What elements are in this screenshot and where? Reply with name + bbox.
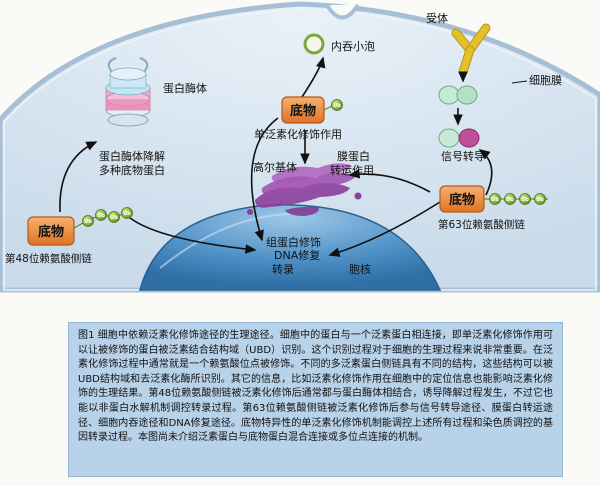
arrow-mono-to-histone bbox=[250, 117, 279, 242]
signal-transduction-label: 信号转导 bbox=[441, 149, 485, 163]
cell-membrane-label: 细胞膜 bbox=[529, 74, 562, 87]
membrane-invagination bbox=[325, 3, 360, 20]
substrate-box-k48: 底物 bbox=[27, 216, 75, 246]
svg-text:Ub: Ub bbox=[521, 197, 529, 203]
arrow-k48-to-transcription bbox=[129, 217, 257, 254]
transport-action-label: 转运作用 bbox=[330, 163, 374, 177]
svg-text:Ub: Ub bbox=[506, 197, 514, 203]
receptor-label: 受体 bbox=[426, 11, 448, 25]
svg-text:Ub: Ub bbox=[97, 213, 105, 219]
substrate-mono-label: 底物 bbox=[290, 103, 316, 119]
substrate-k48-label: 底物 bbox=[38, 224, 64, 240]
arrow-k63-to-signal bbox=[478, 149, 493, 196]
arrow-mono-to-vesicle bbox=[299, 56, 326, 101]
figure-caption: 图1 细胞中依赖泛素化修饰途径的生理途径。细胞中的蛋白与一个泛素蛋白相连接，即单… bbox=[68, 322, 563, 477]
proteasome bbox=[105, 57, 151, 127]
golgi-label: 高尔基体 bbox=[253, 160, 297, 174]
svg-text:Ub: Ub bbox=[110, 215, 118, 221]
receptor-icon bbox=[451, 23, 491, 77]
nucleus bbox=[139, 204, 442, 291]
svg-text:Ub: Ub bbox=[536, 197, 544, 203]
svg-text:Ub: Ub bbox=[123, 211, 131, 217]
nucleus-label: 胞核 bbox=[349, 262, 371, 276]
membrane-protein-label: 膜蛋白 bbox=[337, 149, 370, 163]
endocytic-vesicle bbox=[303, 33, 325, 55]
k48-chain-label: 第48位赖氨酸侧链 bbox=[5, 252, 92, 265]
proteasome-degradation-label: 蛋白酶体降解 bbox=[99, 149, 165, 163]
signal-vesicle-upper bbox=[438, 85, 478, 105]
k63-chain-label: 第63位赖氨酸侧链 bbox=[438, 218, 525, 231]
mono-ub-action-label: 单泛素化修饰作用 bbox=[254, 127, 342, 141]
arrow-k48-to-proteasome bbox=[59, 141, 98, 213]
dna-repair-label: DNA修复 bbox=[274, 248, 320, 262]
histone-mod-label: 组蛋白修饰 bbox=[266, 235, 321, 249]
substrate-box-k63: 底物 bbox=[439, 185, 485, 213]
proteasome-label: 蛋白酶体 bbox=[163, 81, 207, 95]
svg-text:Ub: Ub bbox=[333, 103, 341, 109]
signal-vesicle-lower bbox=[438, 128, 480, 148]
transcription-label: 转录 bbox=[272, 262, 294, 276]
ub-chain-k63: Ub Ub Ub Ub bbox=[484, 193, 548, 205]
substrate-k63-label: 底物 bbox=[449, 192, 475, 208]
arrow-k63-to-dna-repair bbox=[328, 201, 441, 257]
cell-body bbox=[0, 1, 600, 293]
cell-membrane-leader bbox=[511, 80, 528, 84]
ub-chain-k48: Ub Ub Ub Ub bbox=[73, 207, 133, 229]
multi-substrate-protein-label: 多种底物蛋白 bbox=[99, 163, 165, 177]
substrate-box-mono: 底物 bbox=[281, 96, 325, 124]
svg-text:Ub: Ub bbox=[491, 197, 499, 203]
pathway-arrows bbox=[59, 56, 493, 257]
endocytic-vesicle-label: 内吞小泡 bbox=[331, 39, 375, 53]
arrow-k63-to-membrane-protein bbox=[348, 169, 431, 193]
svg-text:Ub: Ub bbox=[84, 219, 92, 225]
ub-mono: Ub bbox=[323, 99, 343, 111]
golgi-apparatus bbox=[247, 163, 362, 216]
